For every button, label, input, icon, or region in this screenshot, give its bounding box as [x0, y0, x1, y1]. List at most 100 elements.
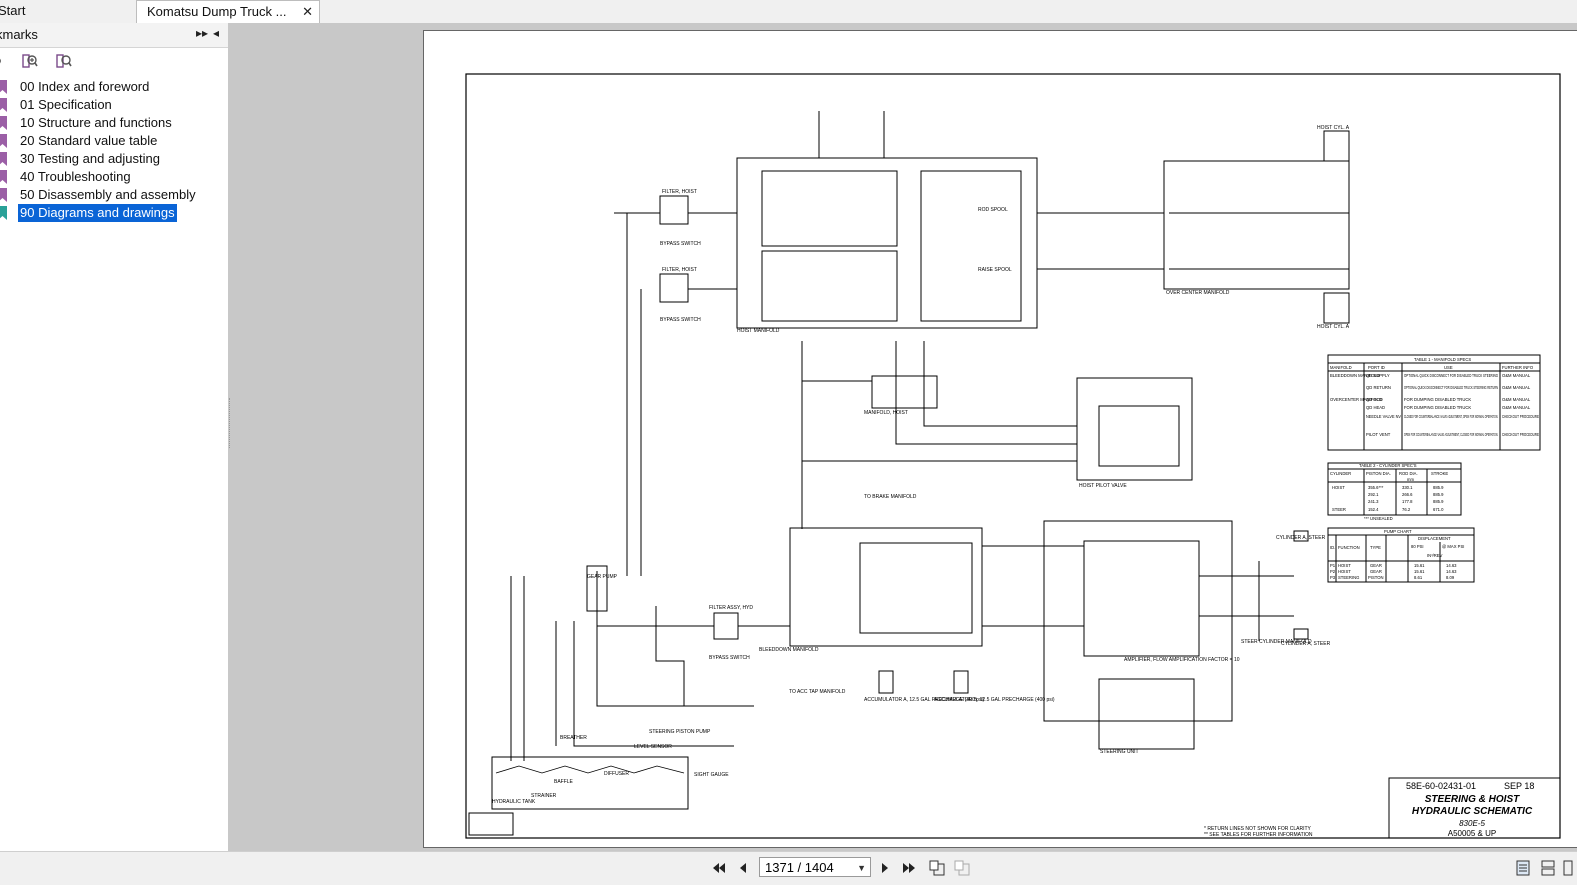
- svg-text:*** UNSEALED: *** UNSEALED: [1364, 516, 1393, 521]
- next-page-icon[interactable]: [880, 861, 890, 875]
- svg-text:P2: P2: [1330, 569, 1336, 574]
- svg-text:CHECKOUT PROCEDURE: CHECKOUT PROCEDURE: [1502, 432, 1539, 437]
- label-over-center-manifold: OVER CENTER MANIFOLD: [1166, 290, 1230, 296]
- find-bookmark-icon[interactable]: [56, 53, 72, 69]
- previous-page-icon[interactable]: [738, 861, 748, 875]
- svg-text:ID.: ID.: [1330, 545, 1335, 550]
- svg-text:HOIST: HOIST: [1338, 569, 1351, 574]
- svg-text:O&M MANUAL: O&M MANUAL: [1502, 385, 1531, 390]
- bookmarks-toolbar: [0, 49, 228, 73]
- svg-text:14.63: 14.63: [1446, 569, 1457, 574]
- svg-text:ROD DIA.: ROD DIA.: [1399, 471, 1418, 476]
- page-number-input[interactable]: 1371 / 1404 ▼: [759, 857, 871, 877]
- bookmark-icon: [0, 170, 7, 184]
- svg-text:@ MAX PSI: @ MAX PSI: [1442, 544, 1464, 549]
- facing-view-icon[interactable]: [1563, 860, 1573, 876]
- bookmark-label: 30 Testing and adjusting: [20, 151, 160, 166]
- label-hoist-pilot-valve: HOIST PILOT VALVE: [1079, 483, 1127, 489]
- svg-text:885.9: 885.9: [1433, 492, 1444, 497]
- label-steering-unit: STEERING UNIT: [1100, 749, 1139, 755]
- label-to-brake-manifold: TO BRAKE MANIFOLD: [864, 494, 917, 500]
- bookmark-icon: [0, 116, 7, 130]
- label-rod-spool: ROD SPOOL: [978, 207, 1008, 213]
- label-manifold-hoist: MANIFOLD, HOIST: [864, 410, 908, 416]
- label-sight-gauge: SIGHT GAUGE: [694, 772, 729, 778]
- close-icon[interactable]: ✕: [302, 4, 313, 19]
- collapse-panel-icon[interactable]: ◂: [213, 26, 220, 40]
- svg-text:76.2: 76.2: [1402, 507, 1411, 512]
- svg-text:P1: P1: [1330, 563, 1336, 568]
- svg-text:8.09: 8.09: [1446, 575, 1455, 580]
- bookmark-item-00[interactable]: 00 Index and foreword: [0, 78, 228, 96]
- label-breather: BREATHER: [560, 735, 587, 741]
- document-viewer[interactable]: HOIST MANIFOLD MANIFOLD, HOIST HOIST PIL…: [229, 23, 1577, 851]
- note-return-lines: * RETURN LINES NOT SHOWN FOR CLARITY: [1204, 826, 1312, 832]
- continuous-view-icon[interactable]: [1541, 860, 1555, 876]
- previous-view-icon[interactable]: [929, 860, 945, 876]
- tab-bar: Start Komatsu Dump Truck ... ✕: [0, 0, 1577, 24]
- svg-text:292.1: 292.1: [1368, 492, 1379, 497]
- bookmark-item-10[interactable]: 10 Structure and functions: [0, 114, 228, 132]
- svg-text:IN³/REV: IN³/REV: [1427, 553, 1443, 558]
- label-accumulator-1: ACCUMULATOR A, 12.5 GAL PRECHARGE (400 p…: [864, 697, 985, 703]
- label-raise-spool: RAISE SPOOL: [978, 267, 1012, 273]
- table-pump-chart: PUMP CHART ID. FUNCTION TYPE DISPLACEMEN…: [1327, 527, 1475, 583]
- svg-text:HOIST: HOIST: [1332, 485, 1345, 490]
- svg-text:GEAR: GEAR: [1370, 563, 1382, 568]
- svg-text:QD RETURN: QD RETURN: [1366, 385, 1391, 390]
- svg-text:STROKE: STROKE: [1431, 471, 1448, 476]
- bookmark-list: 00 Index and foreword 01 Specification 1…: [0, 78, 228, 222]
- pdf-page: HOIST MANIFOLD MANIFOLD, HOIST HOIST PIL…: [423, 30, 1577, 848]
- label-bypass-switch-2: BYPASS SWITCH: [660, 317, 701, 323]
- bookmark-tool-icon[interactable]: [0, 53, 6, 69]
- tab-start[interactable]: Start: [0, 0, 138, 22]
- note-see-tables: ** SEE TABLES FOR FURTHER INFORMATION: [1204, 832, 1313, 838]
- bookmark-item-50[interactable]: 50 Disassembly and assembly: [0, 186, 228, 204]
- svg-text:FURTHER INFO: FURTHER INFO: [1502, 365, 1534, 370]
- table-cylinder-specs: TABLE 2 - CYLINDER SPEC'S CYLINDER PISTO…: [1327, 462, 1462, 521]
- svg-text:STEER: STEER: [1332, 507, 1346, 512]
- last-page-icon[interactable]: [902, 861, 916, 875]
- svg-text:DISPLACEMENT: DISPLACEMENT: [1418, 536, 1451, 541]
- tab-document-label: Komatsu Dump Truck ...: [147, 4, 287, 19]
- svg-text:PORT ID: PORT ID: [1368, 365, 1385, 370]
- svg-text:O&M MANUAL: O&M MANUAL: [1502, 405, 1531, 410]
- label-hoist-manifold: HOIST MANIFOLD: [737, 328, 780, 334]
- svg-text:14.63: 14.63: [1446, 563, 1457, 568]
- page-navigation-bar: 1371 / 1404 ▼: [0, 851, 1577, 885]
- svg-text:177.8: 177.8: [1402, 499, 1413, 504]
- bookmark-label: 10 Structure and functions: [20, 115, 172, 130]
- bookmark-item-40[interactable]: 40 Troubleshooting: [0, 168, 228, 186]
- bookmark-icon: [0, 98, 7, 112]
- svg-text:O&M MANUAL: O&M MANUAL: [1502, 373, 1531, 378]
- bookmark-item-01[interactable]: 01 Specification: [0, 96, 228, 114]
- svg-text:80 PSI: 80 PSI: [1411, 544, 1424, 549]
- bookmark-item-20[interactable]: 20 Standard value table: [0, 132, 228, 150]
- label-baffle: BAFFLE: [554, 779, 574, 785]
- svg-text:15.61: 15.61: [1414, 569, 1425, 574]
- expand-all-bookmarks-icon[interactable]: [22, 53, 38, 69]
- single-page-view-icon[interactable]: [1516, 860, 1530, 876]
- expand-panel-icon[interactable]: ▸▸: [196, 26, 209, 40]
- tab-document[interactable]: Komatsu Dump Truck ... ✕: [136, 0, 320, 23]
- page-dropdown-icon[interactable]: ▼: [857, 863, 866, 873]
- drawing-title-2: HYDRAULIC SCHEMATIC: [1412, 806, 1533, 817]
- label-to-acc-tap-manifold: TO ACC TAP MANIFOLD: [789, 689, 846, 695]
- hydraulic-schematic: HOIST MANIFOLD MANIFOLD, HOIST HOIST PIL…: [465, 73, 1561, 839]
- svg-text:O&M MANUAL: O&M MANUAL: [1502, 397, 1531, 402]
- bookmarks-header: kmarks ▸▸ ◂: [0, 23, 228, 48]
- next-view-icon[interactable]: [954, 860, 970, 876]
- svg-text:885.9: 885.9: [1433, 485, 1444, 490]
- svg-text:PILOT VENT: PILOT VENT: [1366, 432, 1391, 437]
- svg-text:PUMP CHART: PUMP CHART: [1384, 529, 1412, 534]
- bookmark-label: 90 Diagrams and drawings: [18, 204, 177, 222]
- panel-splitter[interactable]: [229, 398, 233, 448]
- svg-text:330.1: 330.1: [1402, 485, 1413, 490]
- drawing-model: 830E-5: [1459, 819, 1485, 828]
- svg-text:OPTIONAL QUICK DISCONNECT FOR: OPTIONAL QUICK DISCONNECT FOR DISABLED T…: [1404, 385, 1498, 390]
- first-page-icon[interactable]: [712, 861, 726, 875]
- bookmark-item-90[interactable]: 90 Diagrams and drawings: [0, 204, 228, 222]
- svg-text:STEERING: STEERING: [1338, 575, 1359, 580]
- bookmark-item-30[interactable]: 30 Testing and adjusting: [0, 150, 228, 168]
- svg-text:NEEDLE VALVE NV: NEEDLE VALVE NV: [1366, 414, 1401, 419]
